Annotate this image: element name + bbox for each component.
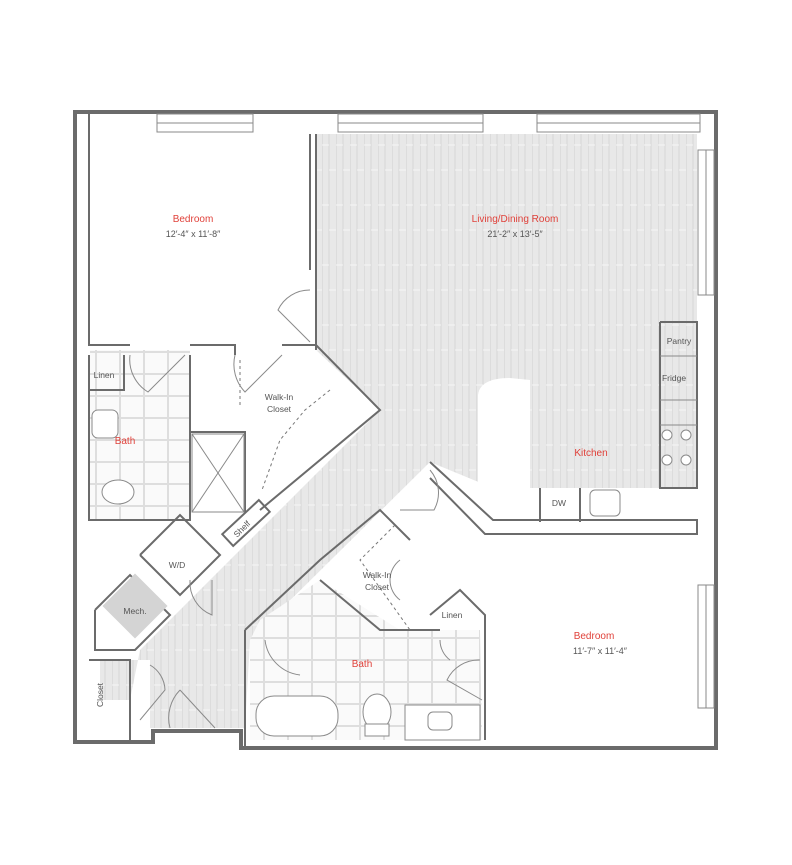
washer-dryer-label: W/D [169,560,186,570]
mechanical-label: Mech. [123,606,146,616]
windows [156,113,715,709]
bath-1-floor [90,350,190,520]
kitchen-island [478,378,530,488]
walkin-1-label-line2: Closet [267,404,292,414]
closet-label: Closet [95,682,105,707]
bedroom-1-label: Bedroom [173,214,214,225]
walkin-1-label-line1: Walk-In [265,392,294,402]
pantry-label: Pantry [667,336,692,346]
shelf-label: Shelf [231,518,252,539]
fixtures [91,360,692,741]
walkin-2-label-line1: Walk-In [363,570,392,580]
dishwasher-label: DW [552,498,566,508]
linen-2-label: Linen [442,610,463,620]
living-floor [100,134,697,728]
linen-1-label: Linen [94,370,115,380]
interior-walls [88,112,698,748]
doors [129,289,483,729]
bath-1-label: Bath [115,436,136,447]
bedroom-2-label: Bedroom [574,631,615,642]
bedroom-1-dimensions: 12′-4″ x 11′-8″ [166,229,221,239]
kitchen-label: Kitchen [574,448,607,459]
living-label: Living/Dining Room [472,214,559,225]
walkin-2-label-line2: Closet [365,582,390,592]
exterior-wall [73,110,718,750]
bedroom-2-dimensions: 11′-7″ x 11′-4″ [573,646,628,656]
bath-2-label: Bath [352,659,373,670]
living-dimensions: 21′-2″ x 13′-5″ [487,229,543,239]
fridge-label: Fridge [662,373,686,383]
